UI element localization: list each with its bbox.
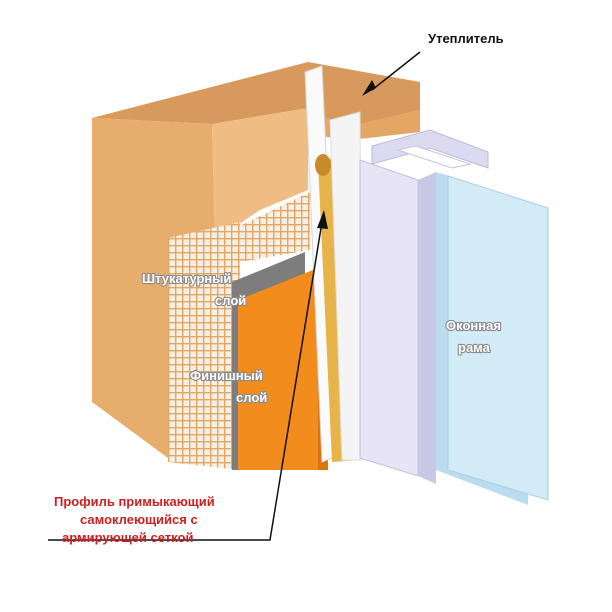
frame-inner-profile (418, 172, 436, 484)
label-plaster-line1: Штукатурный (142, 271, 231, 286)
window-glass (436, 172, 549, 505)
window-frame (359, 129, 489, 484)
label-insulation: Утеплитель (428, 31, 504, 46)
frame-top-back (371, 129, 489, 169)
label-profile-line2: самоклеющийся с (80, 512, 198, 527)
glass-front (447, 175, 549, 501)
adhesive-profile (304, 65, 363, 463)
leader-insulation-arrowhead (362, 80, 376, 96)
mesh-front (168, 222, 240, 470)
insulation-top-face (92, 62, 420, 128)
finish-layer-front (238, 268, 318, 470)
label-window-line1: Оконная (446, 318, 501, 333)
mesh-side (215, 192, 310, 262)
insulation-side-face (212, 108, 308, 240)
reinforcing-mesh (168, 192, 310, 470)
leader-profile-arrowhead (317, 210, 328, 229)
profile-tape-curl (315, 154, 331, 176)
profile-back-strip (329, 111, 363, 461)
insulation-front-face (92, 118, 215, 458)
label-finish-line1: Финишный (190, 368, 263, 383)
label-profile-line1: Профиль примыкающий (54, 494, 215, 509)
label-profile-line3: армирующей сеткой (62, 530, 193, 545)
frame-top-step (396, 145, 472, 169)
leader-insulation (371, 51, 421, 91)
leader-profile (48, 221, 323, 541)
label-finish-line2: слой (236, 390, 267, 405)
label-plaster-line2: слой (215, 293, 246, 308)
label-window-line2: рама (458, 340, 491, 355)
frame-front-profile (359, 159, 419, 477)
